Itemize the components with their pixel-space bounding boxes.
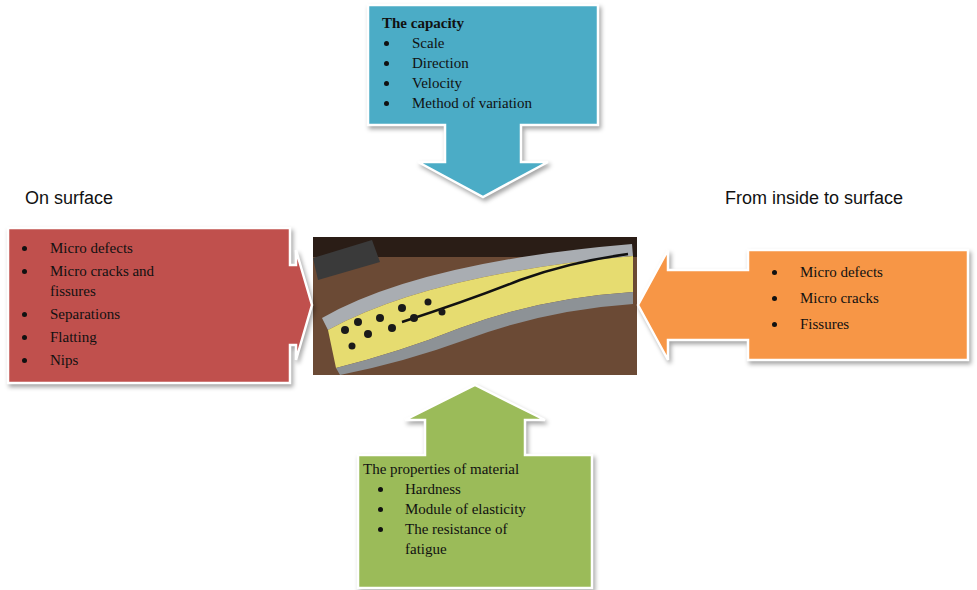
callout-text: The properties of materialHardnessModule… xyxy=(358,455,592,559)
bullet-dot xyxy=(384,101,389,106)
bullet-dot xyxy=(22,312,27,317)
bullet-item: Micro defects xyxy=(748,262,968,282)
bullet-text: Scale xyxy=(412,33,598,53)
bullet-text: The resistance of fatigue xyxy=(405,519,540,559)
callout-text: Micro defectsMicro cracks and fissuresSe… xyxy=(8,228,290,373)
bullet-item: Direction xyxy=(368,53,598,73)
bullet-dot xyxy=(378,487,383,492)
heading-text: The capacity xyxy=(382,13,598,33)
lower-metal-layer xyxy=(336,292,633,375)
bullet-item: Method of variation xyxy=(368,93,598,113)
defect-dot xyxy=(376,314,384,322)
bullet-text: Flatting xyxy=(50,327,190,347)
bullet-item: Flatting xyxy=(8,327,290,347)
bullet-text: Method of variation xyxy=(412,93,598,113)
bullet-item: Hardness xyxy=(358,479,592,499)
material-callout: The properties of materialHardnessModule… xyxy=(354,381,596,590)
defect-dot xyxy=(388,324,396,332)
defect-dot xyxy=(410,314,418,322)
bullet-dot xyxy=(384,81,389,86)
bullet-dot xyxy=(22,358,27,363)
callout-outline xyxy=(368,5,598,197)
callout-text: Micro defectsMicro cracksFissures xyxy=(748,250,968,340)
group-label: On surface xyxy=(25,187,113,209)
defect-dot xyxy=(398,304,406,312)
core-material xyxy=(328,256,633,368)
group-label: From inside to surface xyxy=(725,187,903,209)
bullet-item: Separations xyxy=(8,304,290,324)
bullet-item: Velocity xyxy=(368,73,598,93)
bullet-text: Module of elasticity xyxy=(405,499,540,519)
defect-dot xyxy=(439,309,446,316)
surface-callout: Micro defectsMicro cracks and fissuresSe… xyxy=(4,224,316,387)
bullet-dot xyxy=(772,322,777,327)
bullet-dot xyxy=(378,527,383,532)
heading-text: The properties of material xyxy=(363,459,592,479)
callout-text: The capacityScaleDirectionVelocityMethod… xyxy=(368,5,598,113)
defect-dot xyxy=(364,330,372,338)
bullet-text: Micro defects xyxy=(800,262,968,282)
bullet-item: Micro defects xyxy=(8,238,290,258)
bullet-text: Nips xyxy=(50,350,190,370)
bullet-text: Micro cracks and fissures xyxy=(50,261,190,301)
defect-dot xyxy=(425,299,432,306)
bullet-dot xyxy=(378,507,383,512)
bullet-item: Nips xyxy=(8,350,290,370)
bullet-text: Separations xyxy=(50,304,190,324)
bullet-item: Module of elasticity xyxy=(358,499,592,519)
bullet-dot xyxy=(384,61,389,66)
bullet-item: The resistance of fatigue xyxy=(358,519,592,559)
bullet-dot xyxy=(22,246,27,251)
callout-outline xyxy=(8,228,312,383)
defect-dot xyxy=(354,318,362,326)
bullet-text: Micro cracks xyxy=(800,288,968,308)
bullet-text: Direction xyxy=(412,53,598,73)
bullet-dot xyxy=(772,296,777,301)
capacity-callout: The capacityScaleDirectionVelocityMethod… xyxy=(364,1,602,201)
callout-outline xyxy=(358,385,592,588)
bullet-text: Fissures xyxy=(800,314,968,334)
defect-dots xyxy=(341,299,446,350)
inside-callout: Micro defectsMicro cracksFissures xyxy=(634,246,972,364)
bullet-text: Hardness xyxy=(405,479,540,499)
bullet-dot xyxy=(22,335,27,340)
bullet-dot xyxy=(384,41,389,46)
defect-dot xyxy=(349,343,356,350)
bullet-dot xyxy=(772,270,777,275)
bullet-item: Micro cracks and fissures xyxy=(8,261,290,301)
tool-shape xyxy=(313,240,380,280)
bullet-item: Fissures xyxy=(748,314,968,334)
callout-heading: The capacity xyxy=(368,13,598,33)
callout-outline xyxy=(638,250,968,360)
photo-background xyxy=(313,237,637,375)
bullet-text: Velocity xyxy=(412,73,598,93)
defect-dot xyxy=(341,326,349,334)
bullet-item: Micro cracks xyxy=(748,288,968,308)
callout-heading: The properties of material xyxy=(358,459,592,479)
callout-shape xyxy=(354,381,596,590)
bullet-dot xyxy=(22,269,27,274)
bullet-text: Micro defects xyxy=(50,238,190,258)
crack-line xyxy=(402,254,628,322)
bullet-item: Scale xyxy=(368,33,598,53)
